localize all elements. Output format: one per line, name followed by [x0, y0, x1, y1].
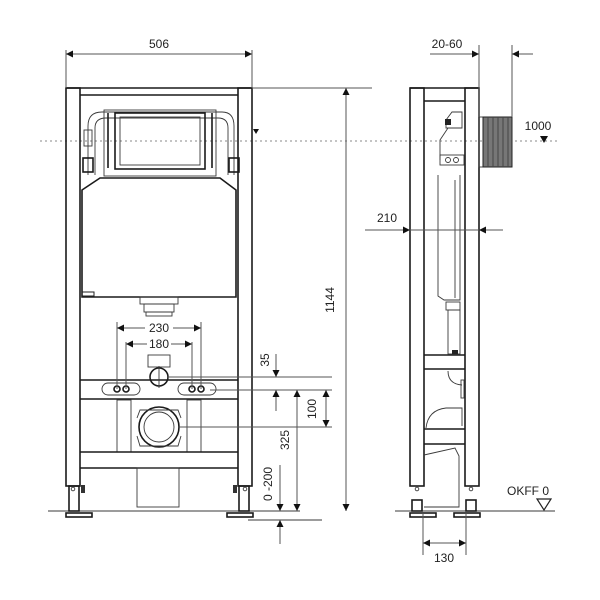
dimension-bolt-spacing: 230 180 — [116, 321, 202, 389]
dimension-depth-adjust: 20-60 — [430, 37, 533, 117]
front-height-marker-icon — [253, 129, 259, 134]
width-label: 506 — [149, 37, 169, 51]
dimension-width: 506 — [65, 37, 253, 88]
height-label: 1144 — [323, 287, 337, 313]
floor-label: OKFF 0 — [507, 484, 549, 498]
front-frame — [65, 87, 254, 518]
bolt-outer-label: 230 — [149, 321, 169, 335]
dim-35-label: 35 — [258, 353, 272, 367]
dimension-vertical-set: 35 100 325 0 -200 — [168, 353, 332, 544]
depth-label: 210 — [377, 211, 397, 225]
bolt-inner-label: 180 — [149, 337, 169, 351]
dimension-depth: 210 — [365, 211, 503, 234]
dim-0-200-label: 0 -200 — [261, 467, 275, 501]
floor-level-marker: OKFF 0 — [507, 484, 553, 512]
flush-height-marker: 1000 — [253, 119, 552, 143]
dim-325-label: 325 — [278, 430, 292, 450]
depth-adjust-label: 20-60 — [432, 37, 463, 51]
foot-label: 130 — [434, 551, 454, 565]
bowl-connection-assembly — [80, 354, 238, 508]
dimension-height: 1144 — [252, 87, 372, 511]
dim-100-label: 100 — [305, 399, 319, 419]
floor-level-triangle-icon — [535, 498, 553, 512]
cistern — [81, 109, 240, 317]
dimension-foot: 130 — [422, 513, 467, 565]
side-frame — [409, 87, 513, 518]
flush-height-label: 1000 — [525, 119, 552, 133]
